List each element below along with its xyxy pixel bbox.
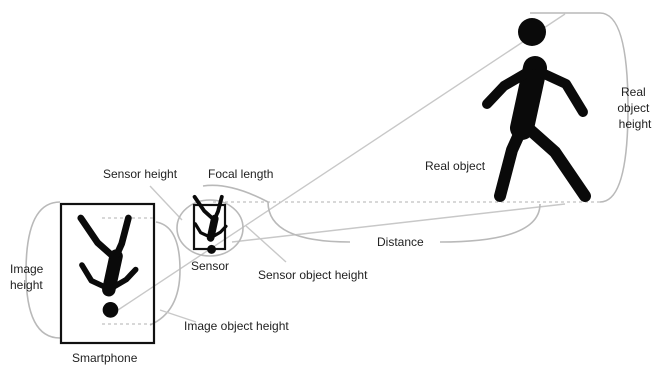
image-height-label: Image height bbox=[10, 262, 47, 292]
real-object-height-brace bbox=[530, 12, 629, 203]
sensor-height-label: Sensor height bbox=[103, 167, 178, 181]
inverted-person-icon bbox=[192, 194, 228, 254]
sensor-object-height-label: Sensor object height bbox=[258, 268, 368, 282]
walking-person-icon bbox=[482, 18, 591, 202]
sensor-magnifier bbox=[176, 199, 244, 257]
sensor-label: Sensor bbox=[191, 259, 229, 273]
image-height-brace bbox=[25, 201, 61, 339]
smartphone-frame bbox=[59, 202, 156, 345]
real-object-height-label: Real object height bbox=[617, 85, 652, 131]
ray-top bbox=[117, 13, 566, 311]
distance-label: Distance bbox=[377, 235, 424, 249]
image-object-height-brace bbox=[149, 221, 181, 326]
image-object-height-leader bbox=[159, 309, 197, 323]
distance-brace bbox=[267, 201, 541, 243]
focal-length-label: Focal length bbox=[208, 167, 273, 181]
real-object-label: Real object bbox=[425, 159, 486, 173]
focal-length-brace bbox=[202, 184, 269, 203]
inverted-person-icon bbox=[77, 214, 139, 318]
image-object-height-label: Image object height bbox=[184, 319, 289, 333]
ray-bottom bbox=[231, 203, 566, 243]
sensor-height-leader bbox=[149, 185, 183, 221]
smartphone-label: Smartphone bbox=[72, 351, 138, 365]
sensor-object-height-leader bbox=[245, 225, 287, 263]
